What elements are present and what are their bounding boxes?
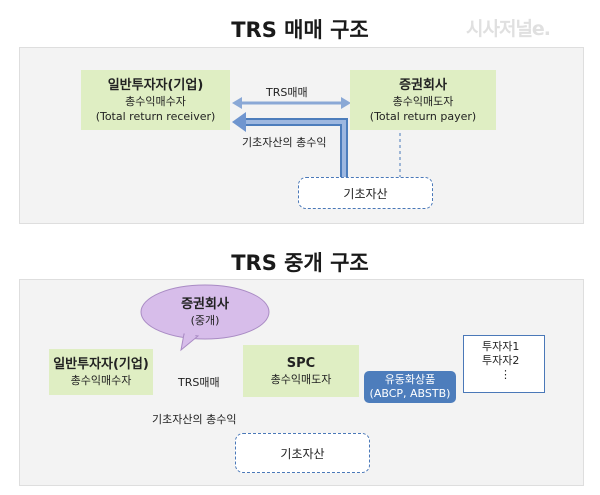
payer-eng: (Total return payer): [369, 109, 477, 123]
section1-title: TRS 매매 구조: [231, 18, 369, 42]
broker-name: 증권회사: [181, 297, 229, 312]
payer-box: 증권회사 총수익매도자 (Total return payer): [350, 70, 496, 130]
receiver-box-2: 일반투자자(기업) 총수익매수자: [49, 349, 153, 395]
underlying-asset-box: 기초자산: [298, 177, 433, 209]
investors-box: 투자자1 투자자2 ⋮: [463, 335, 545, 393]
spc-role: 총수익매도자: [270, 373, 332, 386]
broker-role: (중개): [190, 314, 220, 327]
return-label: 기초자산의 총수익: [242, 136, 327, 149]
broker-bubble: 증권회사 (중개): [141, 289, 269, 335]
payer-name: 증권회사: [399, 77, 447, 93]
section2-title: TRS 중개 구조: [231, 251, 369, 275]
receiver-role-2: 총수익매수자: [70, 374, 132, 387]
securities-pill: 유동화상품 (ABCP, ABSTB): [364, 371, 456, 403]
investor-more: ⋮: [500, 368, 511, 381]
securities-name: 유동화상품: [384, 373, 436, 386]
spc-name: SPC: [286, 356, 316, 371]
trs-trade-arrowhead-right: [341, 97, 351, 109]
receiver-role: 총수익매수자: [125, 94, 186, 108]
securities-detail: (ABCP, ABSTB): [369, 387, 451, 400]
receiver-name-2: 일반투자자(기업): [53, 357, 149, 372]
investor-2: 투자자2: [482, 354, 520, 367]
trs-trade-arrowhead-left: [232, 97, 242, 109]
investor-1: 투자자1: [482, 340, 520, 353]
spc-box: SPC 총수익매도자: [243, 345, 359, 397]
payer-role: 총수익매도자: [392, 94, 454, 108]
receiver-eng: (Total return receiver): [95, 109, 216, 123]
receiver-name: 일반투자자(기업): [107, 77, 204, 93]
underlying-asset-box-2: 기초자산: [235, 433, 370, 473]
trs-trade-label-2: TRS매매: [178, 376, 220, 389]
publisher-logo: 시사저널e.: [466, 18, 551, 40]
return-flow-arrowhead: [232, 112, 246, 132]
return-label-2: 기초자산의 총수익: [152, 413, 237, 426]
trs-trade-label: TRS매매: [266, 86, 308, 99]
receiver-box: 일반투자자(기업) 총수익매수자 (Total return receiver): [81, 70, 230, 130]
